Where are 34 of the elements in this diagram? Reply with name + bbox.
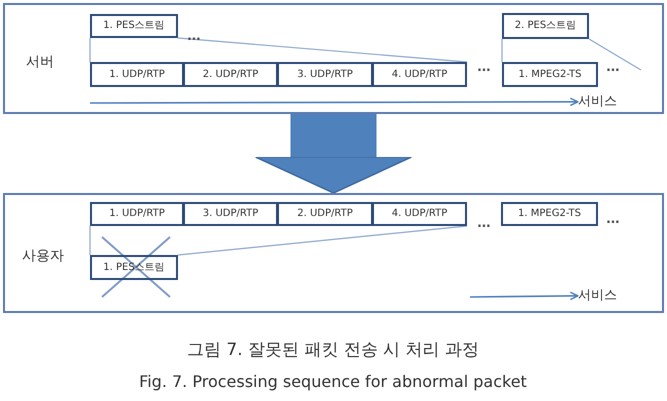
block-arrow bbox=[254, 114, 412, 194]
connector-line bbox=[89, 226, 91, 255]
connector-line bbox=[501, 39, 503, 62]
packet-box: 1. MPEG2-TS bbox=[501, 202, 598, 226]
ellipsis-text: ... bbox=[187, 29, 200, 45]
connector-line bbox=[178, 225, 468, 256]
group-label: 서버 bbox=[26, 54, 54, 71]
figure-caption: Fig. 7. Processing sequence for abnormal packet bbox=[139, 372, 527, 392]
group-panel bbox=[3, 193, 664, 313]
connector-line bbox=[178, 37, 468, 63]
packet-box: 2. UDP/RTP bbox=[277, 202, 373, 226]
packet-box: 1. UDP/RTP bbox=[90, 202, 184, 226]
group-panel bbox=[3, 3, 664, 114]
packet-box: 3. UDP/RTP bbox=[277, 62, 373, 87]
packet-box: 3. UDP/RTP bbox=[183, 202, 278, 226]
packet-box: 1. UDP/RTP bbox=[90, 62, 184, 87]
service-label: 서비스 bbox=[578, 94, 617, 110]
ellipsis-text: ... bbox=[477, 60, 490, 76]
arrow bbox=[90, 98, 579, 106]
packet-box: 4. UDP/RTP bbox=[372, 202, 467, 226]
packet-box: 1. MPEG2-TS bbox=[502, 62, 598, 87]
stream-box: 1. PES스트림 bbox=[90, 14, 178, 38]
ellipsis-text: ... bbox=[606, 212, 620, 228]
ellipsis-text: ... bbox=[477, 216, 490, 232]
packet-box: 4. UDP/RTP bbox=[372, 62, 467, 87]
figure-caption: 그림 7. 잘못된 패킷 전송 시 처리 과정 bbox=[186, 340, 480, 360]
group-label: 사용자 bbox=[22, 248, 64, 265]
arrow bbox=[470, 292, 579, 300]
connector-line bbox=[588, 38, 642, 71]
stream-box: 2. PES스트림 bbox=[502, 13, 589, 39]
ellipsis-text: ... bbox=[606, 60, 620, 76]
packet-box: 2. UDP/RTP bbox=[183, 62, 278, 87]
connector-line bbox=[89, 38, 91, 62]
service-label: 서비스 bbox=[578, 288, 617, 304]
